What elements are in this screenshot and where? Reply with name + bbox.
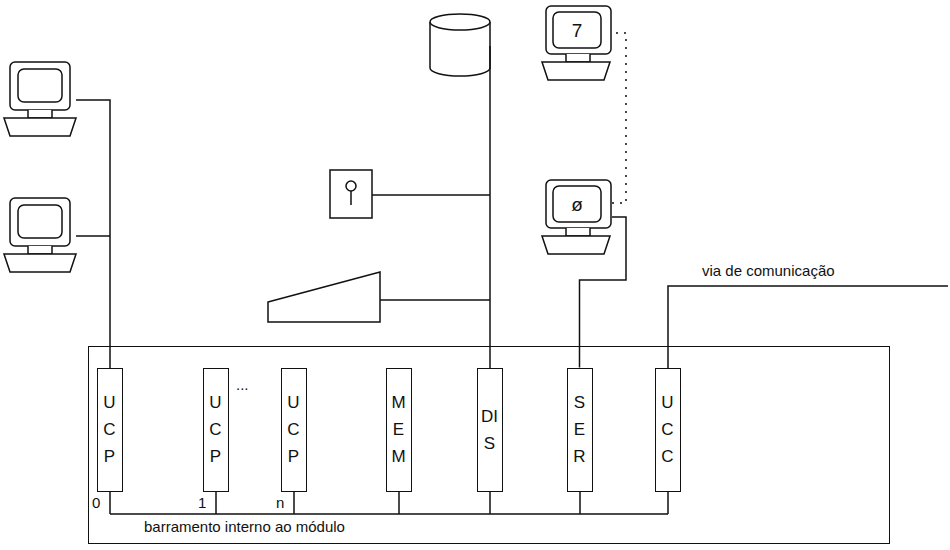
- terminal-outline: [540, 4, 612, 82]
- terminal: 7: [540, 4, 612, 82]
- unit-name: DIS: [481, 403, 498, 457]
- terminal-icon: [4, 198, 76, 272]
- wire: [380, 299, 490, 301]
- terminal-icon: [4, 62, 76, 136]
- disk-icon: [430, 14, 490, 76]
- unit-box: UCP: [97, 368, 123, 492]
- unit-name: UCP: [207, 389, 224, 470]
- unit-index: ...: [236, 376, 249, 394]
- terminal-number: 7: [554, 14, 600, 48]
- internal-bus: [110, 492, 668, 514]
- unit-name: UCC: [659, 389, 676, 470]
- unit-index: n: [276, 494, 284, 512]
- bus-label: barramento interno ao módulo: [141, 518, 348, 535]
- unit-box: DIS: [477, 368, 503, 492]
- unit-name: UCP: [285, 389, 302, 470]
- unit-box: UCP: [281, 368, 307, 492]
- unit-box: MEM: [386, 368, 412, 492]
- unit-box: SER: [567, 368, 593, 492]
- terminal-number: ø: [554, 188, 600, 222]
- unit-name: MEM: [390, 389, 407, 470]
- unit-index: 0: [92, 494, 100, 512]
- floppy-drive-icon: [330, 170, 372, 218]
- unit-box: UCP: [203, 368, 229, 492]
- terminal-outline: [540, 178, 612, 256]
- line-label: via de comunicação: [702, 262, 835, 280]
- dotted-connector: [612, 33, 626, 203]
- printer-icon: [268, 272, 380, 322]
- wire: [76, 235, 110, 237]
- communication-line: [668, 286, 948, 368]
- wire: [76, 100, 110, 368]
- unit-name: SER: [571, 389, 588, 470]
- wire: [372, 194, 490, 196]
- unit-box: UCC: [655, 368, 681, 492]
- terminal: ø: [540, 178, 612, 256]
- unit-name: UCP: [101, 389, 118, 470]
- module-frame: barramento interno ao módulo UCP UCP UCP MEM…: [88, 346, 890, 544]
- wire: [489, 46, 491, 368]
- unit-index: 1: [198, 494, 206, 512]
